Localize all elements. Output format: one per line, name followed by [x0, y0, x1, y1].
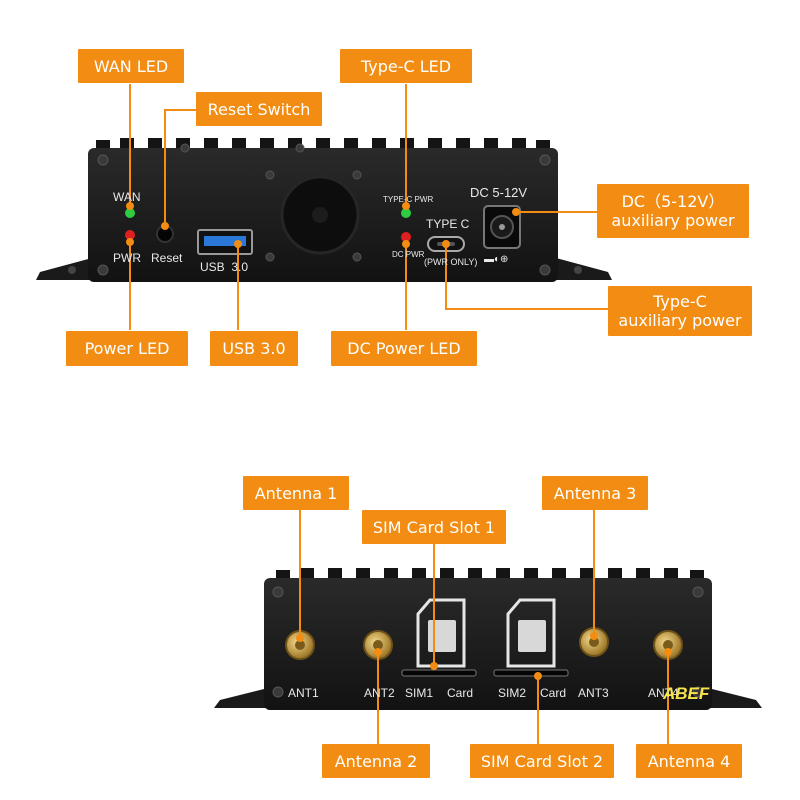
sim2-icon [506, 598, 556, 668]
ant1-connector [285, 630, 315, 660]
dc-pwr-led [401, 232, 411, 242]
right-mounting-flange-back [708, 688, 762, 708]
callout-sim-slot1: SIM Card Slot 1 [362, 510, 506, 544]
sim2-slot [493, 669, 569, 677]
pwr-led [125, 230, 135, 240]
pwr-label: PWR [113, 251, 141, 265]
reset-label: Reset [151, 251, 183, 265]
callout-typec-aux-line2: auxiliary power [618, 311, 742, 330]
front-device [36, 138, 612, 282]
callout-antenna4: Antenna 4 [636, 744, 742, 778]
callout-sim-slot2: SIM Card Slot 2 [470, 744, 614, 778]
callout-wan-led: WAN LED [78, 49, 184, 83]
typec-label: TYPE C [426, 217, 470, 231]
typec-led [401, 208, 411, 218]
callout-power-led: Power LED [66, 331, 188, 366]
callout-dc-aux-line1: DC（5-12V） [621, 192, 725, 211]
ant3-label: ANT3 [578, 686, 609, 700]
callout-antenna2: Antenna 2 [322, 744, 430, 778]
usb-label: USB 3.0 [200, 260, 249, 274]
ant2-connector [363, 630, 393, 660]
callout-typec-led: Type-C LED [340, 49, 472, 83]
card2-label: Card [540, 686, 567, 700]
wan-label: WAN [113, 190, 141, 204]
front-leader-lines [126, 84, 608, 330]
dc-pwr-label: DC PWR [392, 250, 425, 259]
callout-usb30: USB 3.0 [210, 331, 298, 366]
right-mounting-flange [556, 258, 612, 280]
sim1-slot [401, 669, 477, 677]
callout-typec-aux-line1: Type-C [653, 292, 707, 311]
watermark: ABEF [663, 684, 710, 703]
callout-dc-aux-power: DC（5-12V） auxiliary power [597, 184, 749, 238]
callout-dc-aux-line2: auxiliary power [611, 211, 735, 230]
sim2-label: SIM2 [498, 686, 527, 700]
ant4-label: ANT4 [648, 686, 679, 700]
callout-reset-switch: Reset Switch [196, 92, 322, 126]
polarity-symbol: ▬◐⊕ [484, 254, 509, 265]
back-device [214, 568, 762, 710]
callout-typec-aux-power: Type-C auxiliary power [608, 286, 752, 336]
dc-rating-label: DC 5-12V [470, 185, 528, 200]
callout-antenna3: Antenna 3 [542, 476, 648, 510]
callout-dc-power-led: DC Power LED [331, 331, 477, 366]
ant2-label: ANT2 [364, 686, 395, 700]
card1-label: Card [447, 686, 474, 700]
ant3-connector [579, 627, 609, 657]
left-mounting-flange [36, 258, 92, 280]
pwr-only-label: (PWR ONLY) [424, 257, 478, 267]
ant1-label: ANT1 [288, 686, 319, 700]
sim1-label: SIM1 [405, 686, 434, 700]
back-panel-body [264, 578, 712, 710]
left-mounting-flange-back [214, 688, 268, 708]
wan-led [125, 208, 135, 218]
typec-pwr-label: TYPE-C PWR [383, 195, 434, 204]
back-leader-lines [296, 510, 672, 744]
callout-antenna1: Antenna 1 [243, 476, 349, 510]
